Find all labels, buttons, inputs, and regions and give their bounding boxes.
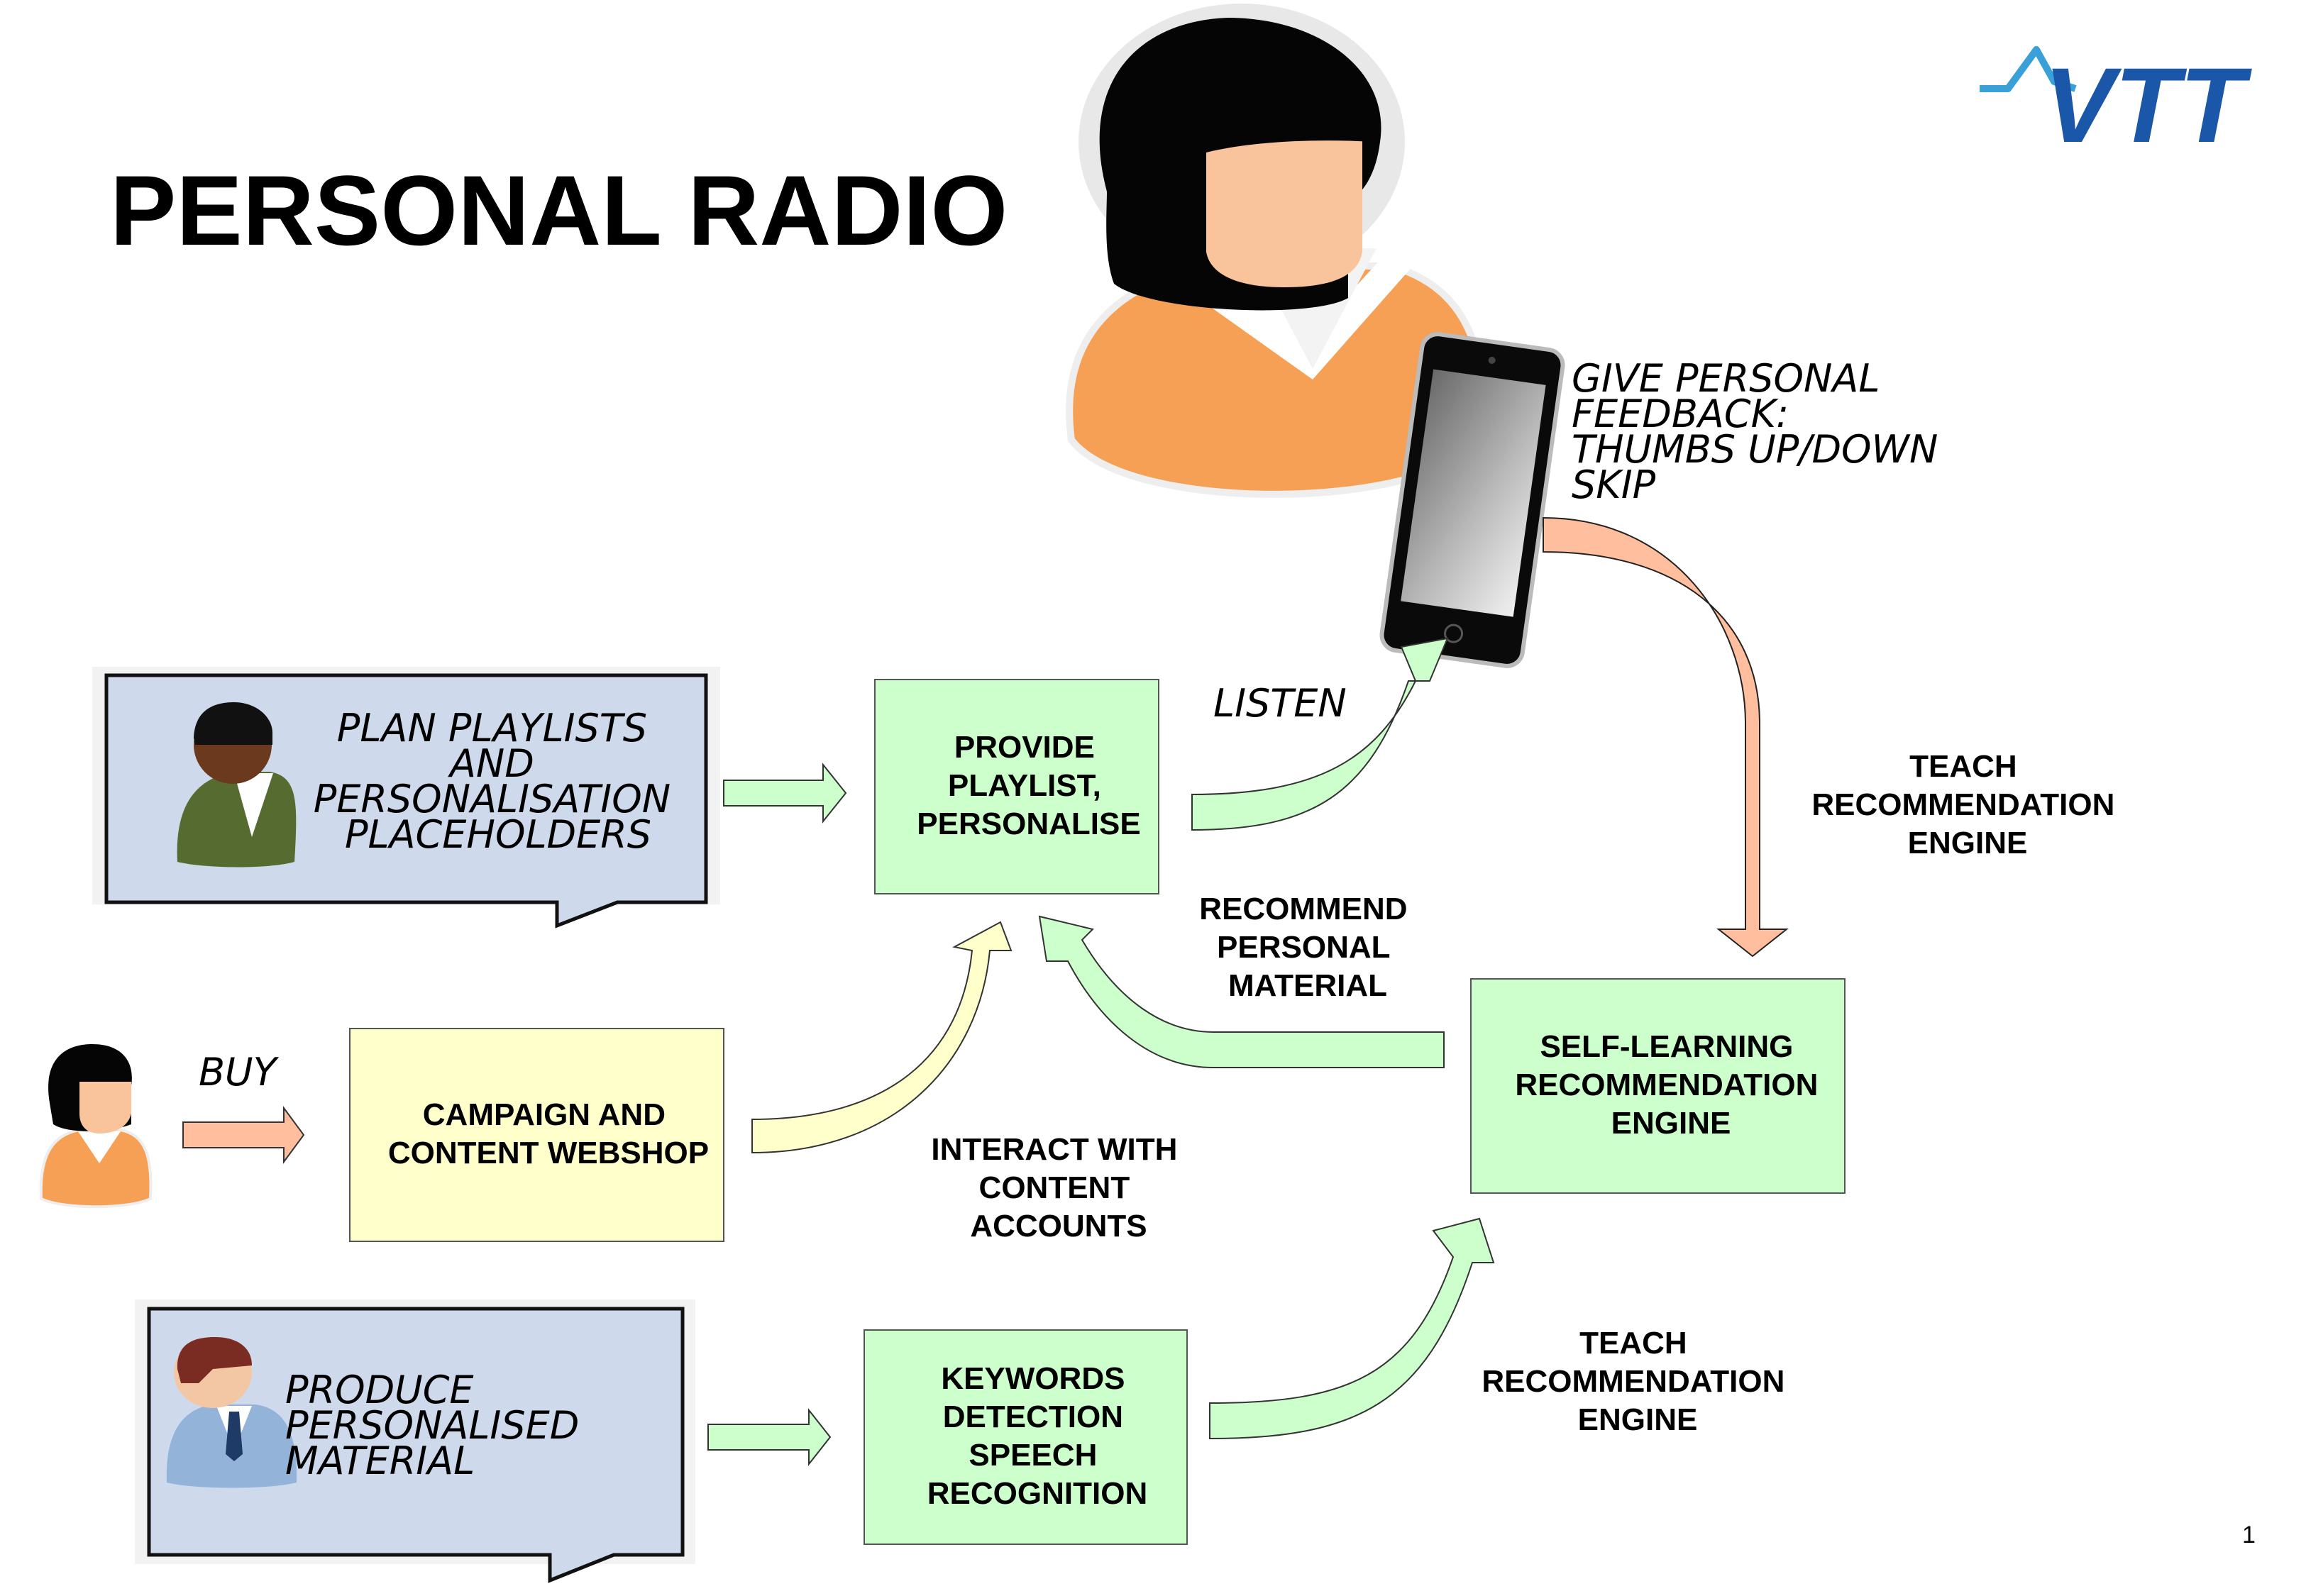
vtt-logo-text: VTT (2043, 45, 2253, 165)
produce-bubble-text: PRODUCE PERSONALISED MATERIAL (285, 1368, 591, 1483)
feedback-line-2: FEEDBACK: (1572, 392, 1789, 436)
keywords-detection-box: KEYWORDS DETECTION SPEECH RECOGNITION (864, 1329, 1188, 1545)
interact-line-2: CONTENT (979, 1170, 1130, 1205)
provide-line-1: PROVIDE (954, 730, 1095, 765)
engine-line-1: SELF-LEARNING (1540, 1029, 1793, 1064)
recommend-line-3: MATERIAL (1228, 968, 1387, 1003)
keywords-to-engine-arrow (1209, 1217, 1495, 1440)
feedback-label: GIVE PERSONAL FEEDBACK: THUMBS UP/DOWN S… (1572, 356, 1951, 507)
woman-listener-icon (1066, 4, 1488, 498)
produce-speech-bubble: PRODUCE PERSONALISED MATERIAL (135, 1299, 695, 1583)
svg-text:CAMPAIGN AND CONTENT WEB: CAMPAIGN AND CONTENT WEBSHOP (388, 1097, 709, 1170)
svg-text:KEYWORDS DETECTION: KEYWORDS DETECTION SPEECH RECOGNITION (927, 1361, 1147, 1511)
plan-line-1: PLAN PLAYLISTS (337, 706, 647, 750)
planner-person-icon (177, 702, 297, 868)
teach-bottom-line-2: RECOMMENDATION (1482, 1364, 1784, 1399)
teach-top-line-1: TEACH (1909, 749, 2017, 784)
plan-line-4: PLACEHOLDERS (345, 812, 651, 857)
teach-top-label: TEACH RECOMMENDATION ENGINE (1811, 749, 2123, 860)
producer-businessman-icon (166, 1337, 297, 1488)
plan-bubble-text: PLAN PLAYLISTS AND PERSONALISATION PLACE… (314, 706, 683, 857)
teach-bottom-label: TEACH RECOMMENDATION ENGINE (1482, 1326, 1793, 1437)
buy-arrow (182, 1105, 305, 1165)
produce-line-2: PERSONALISED (285, 1403, 579, 1448)
page-title: PERSONAL RADIO (110, 155, 1008, 266)
interact-label: INTERACT WITH CONTENT ACCOUNTS (931, 1132, 1186, 1243)
provide-line-2: PLAYLIST, (948, 768, 1101, 803)
feedback-line-1: GIVE PERSONAL (1572, 356, 1880, 401)
listen-arrow (1191, 637, 1449, 831)
recommend-label: RECOMMEND PERSONAL MATERIAL (1199, 892, 1416, 1003)
campaign-line-1: CAMPAIGN AND (423, 1097, 666, 1132)
listen-label: LISTEN (1213, 681, 1347, 726)
produce-to-keywords-arrow (707, 1408, 832, 1466)
plan-line-2: AND (448, 741, 534, 786)
teach-bottom-line-3: ENGINE (1578, 1402, 1698, 1437)
self-learning-engine-box: SELF-LEARNING RECOMMENDATION ENGINE (1470, 978, 1846, 1194)
feedback-line-4: SKIP (1572, 462, 1656, 507)
campaign-webshop-box: CAMPAIGN AND CONTENT WEBSHOP (349, 1028, 724, 1242)
page-number: 1 (2242, 1522, 2256, 1548)
engine-line-2: RECOMMENDATION (1515, 1068, 1818, 1102)
produce-line-3: MATERIAL (285, 1439, 475, 1483)
campaign-line-2: CONTENT WEBSHOP (388, 1136, 709, 1170)
provide-playlist-box: PROVIDE PLAYLIST, PERSONALISE (874, 679, 1159, 894)
interact-arrow (751, 921, 1013, 1154)
keywords-line-1: KEYWORDS (941, 1361, 1125, 1396)
recommend-line-1: RECOMMEND (1199, 892, 1407, 926)
plan-speech-bubble: PLAN PLAYLISTS AND PERSONALISATION PLACE… (92, 667, 720, 929)
feedback-line-3: THUMBS UP/DOWN (1572, 427, 1938, 472)
provide-line-3: PERSONALISE (917, 807, 1140, 841)
teach-top-line-3: ENGINE (1908, 826, 2028, 860)
keywords-line-4: RECOGNITION (927, 1476, 1147, 1511)
keywords-line-3: SPEECH (969, 1438, 1097, 1473)
teach-bottom-line-1: TEACH (1579, 1326, 1687, 1361)
interact-line-3: ACCOUNTS (970, 1209, 1147, 1243)
plan-line-3: PERSONALISATION (314, 777, 671, 821)
interact-line-1: INTERACT WITH (931, 1132, 1177, 1167)
feedback-arrow (1543, 516, 1789, 958)
buy-label: BUY (199, 1050, 280, 1095)
svg-text:PROVIDE PLAYLIST,: PROVIDE PLAYLIST, PERSONALISE (917, 730, 1140, 841)
teach-top-line-2: RECOMMENDATION (1811, 787, 2114, 822)
plan-to-provide-arrow (723, 763, 847, 824)
vtt-logo: VTT (1980, 45, 2253, 165)
svg-text:SELF-LEARNING RECOMMENDA: SELF-LEARNING RECOMMENDATION ENGINE (1515, 1029, 1826, 1141)
produce-line-1: PRODUCE (285, 1368, 474, 1412)
tablet-icon (1379, 332, 1565, 668)
keywords-line-2: DETECTION (943, 1400, 1123, 1434)
engine-line-3: ENGINE (1611, 1106, 1731, 1141)
recommend-line-2: PERSONAL (1217, 930, 1390, 965)
buyer-woman-icon (39, 1044, 153, 1209)
recommend-arrow (1038, 915, 1445, 1068)
